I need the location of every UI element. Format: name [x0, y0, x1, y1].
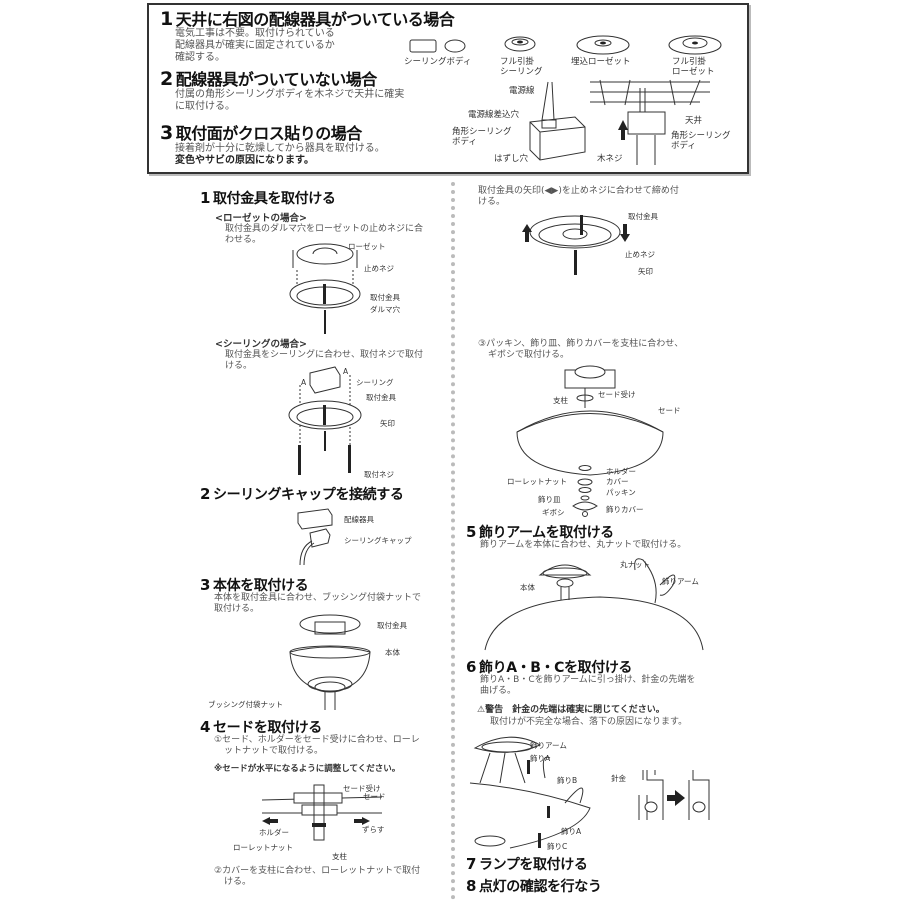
step4-sub3-text: ③パッキン、飾り皿、飾りカバーを支柱に合わせ、 ギボシで取付ける。 [478, 339, 684, 360]
label-wire: 針金 [611, 774, 626, 783]
label-shade-2: セード [658, 406, 681, 415]
label-body: 本体 [385, 648, 400, 657]
label-deco-b: 飾りB [557, 776, 578, 785]
deco-arm-diagram [484, 558, 704, 651]
label-square-body: 角形シーリング ボディ [452, 127, 512, 147]
step6-text: 飾りA・B・Cを飾りアームに引っ掛け、針金の先端を 曲げる。 [480, 675, 696, 696]
label-ceiling: 天井 [685, 116, 703, 126]
label-power-line: 電源線 [509, 86, 535, 96]
label-holder-2: ホルダー [606, 467, 636, 476]
ceiling-bracket-diagram [288, 366, 362, 475]
label-deco-plate: 飾り皿 [538, 495, 561, 504]
label-deco-arm-2: 飾りアーム [530, 741, 567, 750]
label-arrow-mark: 矢印 [380, 419, 395, 428]
case1-body: 電気工事は不要。取付けられている 配線器具が確実に固定されているか 確認する。 [175, 28, 335, 63]
step1-ceiling-text: 取付金具をシーリングに合わせ、取付ネジで取付 ける。 [225, 350, 424, 371]
label-knurled-nut-2: ローレットナット [507, 477, 567, 486]
label-deco-c: 飾りC [547, 842, 568, 851]
fixture-illustrations [409, 35, 722, 55]
rosette-diagram [289, 243, 361, 334]
label-holder: ホルダー [259, 828, 289, 837]
step4-sub1-text: ①セード、ホルダーをセード受けに合わせ、ローレ ットナットで取付ける。 [214, 735, 420, 756]
label-square-body-2: 角形シーリング ボディ [671, 131, 731, 151]
step1-continued-text: 取付金具の矢印(◀▶)を止めネジに合わせて締め付 ける。 [478, 186, 679, 207]
label-post: 支柱 [332, 852, 347, 861]
label-daruma-hole: ダルマ穴 [370, 305, 400, 314]
label-bracket: 取付金具 [370, 293, 400, 302]
warning-icon: ⚠ [477, 705, 486, 715]
label-mount-screw: 取付ネジ [364, 470, 394, 479]
label-a-mark-left: A [301, 378, 307, 387]
label-arrow-mark-2: 矢印 [638, 267, 653, 276]
wire-bending-diagram [638, 770, 710, 820]
step1-rosette-heading: <ローゼットの場合> [215, 213, 307, 224]
label-a-mark-right: A [343, 367, 349, 376]
label-ceiling-cap: シーリングキャップ [344, 536, 412, 545]
label-deco-arm: 飾りアーム [662, 577, 699, 586]
step4-note: ※セードが水平になるように調整してください。 [214, 764, 401, 774]
body-mount-diagram [289, 614, 371, 710]
step1-ceiling-heading: <シーリングの場合> [215, 339, 307, 350]
fixture-label-full-hook-ceiling: フル引掛 シーリング [500, 57, 543, 77]
ceiling-conditions-box [147, 3, 749, 174]
label-round-nut: 丸ナット [620, 560, 650, 569]
step4-sub2-text: ②カバーを支柱に合わせ、ローレットナットで取付 ける。 [214, 866, 421, 887]
label-bracket-4: 取付金具 [628, 212, 658, 221]
square-ceiling-body-diagram [529, 81, 586, 161]
label-knurled-nut: ローレットナット [233, 843, 293, 852]
shade-holder-diagram [261, 784, 383, 841]
label-wiring-device: 配線器具 [344, 515, 374, 524]
label-cover: カバー [606, 477, 629, 486]
label-body-2: 本体 [520, 583, 535, 592]
label-bracket-3: 取付金具 [377, 621, 407, 630]
warning-title: ⚠警告 針金の先端は確実に閉じてください。 [477, 705, 665, 715]
step5-text: 飾りアームを本体に合わせ、丸ナットで取付ける。 [480, 540, 687, 550]
case3-body: 接着剤が十分に乾燥してから器具を取付ける。 変色やサビの原因になります。 [175, 143, 385, 166]
label-packing: パッキン [606, 488, 636, 497]
label-slide: ずらす [362, 825, 385, 834]
label-deco-a2: 飾りA [561, 827, 582, 836]
step3-text: 本体を取付金具に合わせ、ブッシング付袋ナットで 取付ける。 [214, 593, 422, 614]
case3-note: 変色やサビの原因になります。 [175, 155, 314, 166]
shade-exploded-diagram [516, 365, 664, 517]
case2-body: 付属の角形シーリングボディを木ネジで天井に確実 に取付ける。 [175, 89, 405, 112]
label-shade-holder-2: セード受け [598, 390, 636, 399]
label-ceiling-fixture: シーリング [356, 378, 394, 387]
label-release-hole: はずし穴 [494, 154, 529, 164]
label-post-2: 支柱 [553, 396, 568, 405]
bracket-rotate-diagram [522, 215, 630, 275]
label-shade: セード [363, 792, 386, 801]
label-shade-holder: セード受け [343, 784, 381, 793]
warning-text: 取付けが不完全な場合、落下の原因になります。 [490, 717, 688, 727]
column-divider [451, 182, 455, 900]
fixture-label-full-hook-rosette: フル引掛 ローゼット [672, 57, 715, 77]
label-wood-screw: 木ネジ [597, 154, 623, 164]
deco-abc-diagram [469, 736, 591, 849]
label-bracket-2: 取付金具 [366, 393, 396, 402]
fixture-label-ceiling-body: シーリングボディ [404, 57, 472, 67]
fixture-label-recessed-rosette: 埋込ローゼット [571, 57, 631, 67]
step1-rosette-text: 取付金具のダルマ穴をローゼットの止めネジに合 わせる。 [225, 224, 424, 245]
label-stop-screw: 止めネジ [364, 264, 394, 273]
ceiling-cap-diagram [297, 508, 333, 566]
label-deco-cover: 飾りカバー [606, 505, 644, 514]
label-deco-a: 飾りA [530, 754, 551, 763]
ceiling-mount-diagram [590, 79, 710, 165]
label-power-hole: 電源線差込穴 [468, 110, 520, 120]
label-giboshi: ギボシ [542, 508, 565, 517]
label-bushing-nut: ブッシング付袋ナット [208, 700, 283, 709]
label-stop-screw-2: 止めネジ [625, 250, 655, 259]
label-rosette: ローゼット [348, 242, 386, 251]
